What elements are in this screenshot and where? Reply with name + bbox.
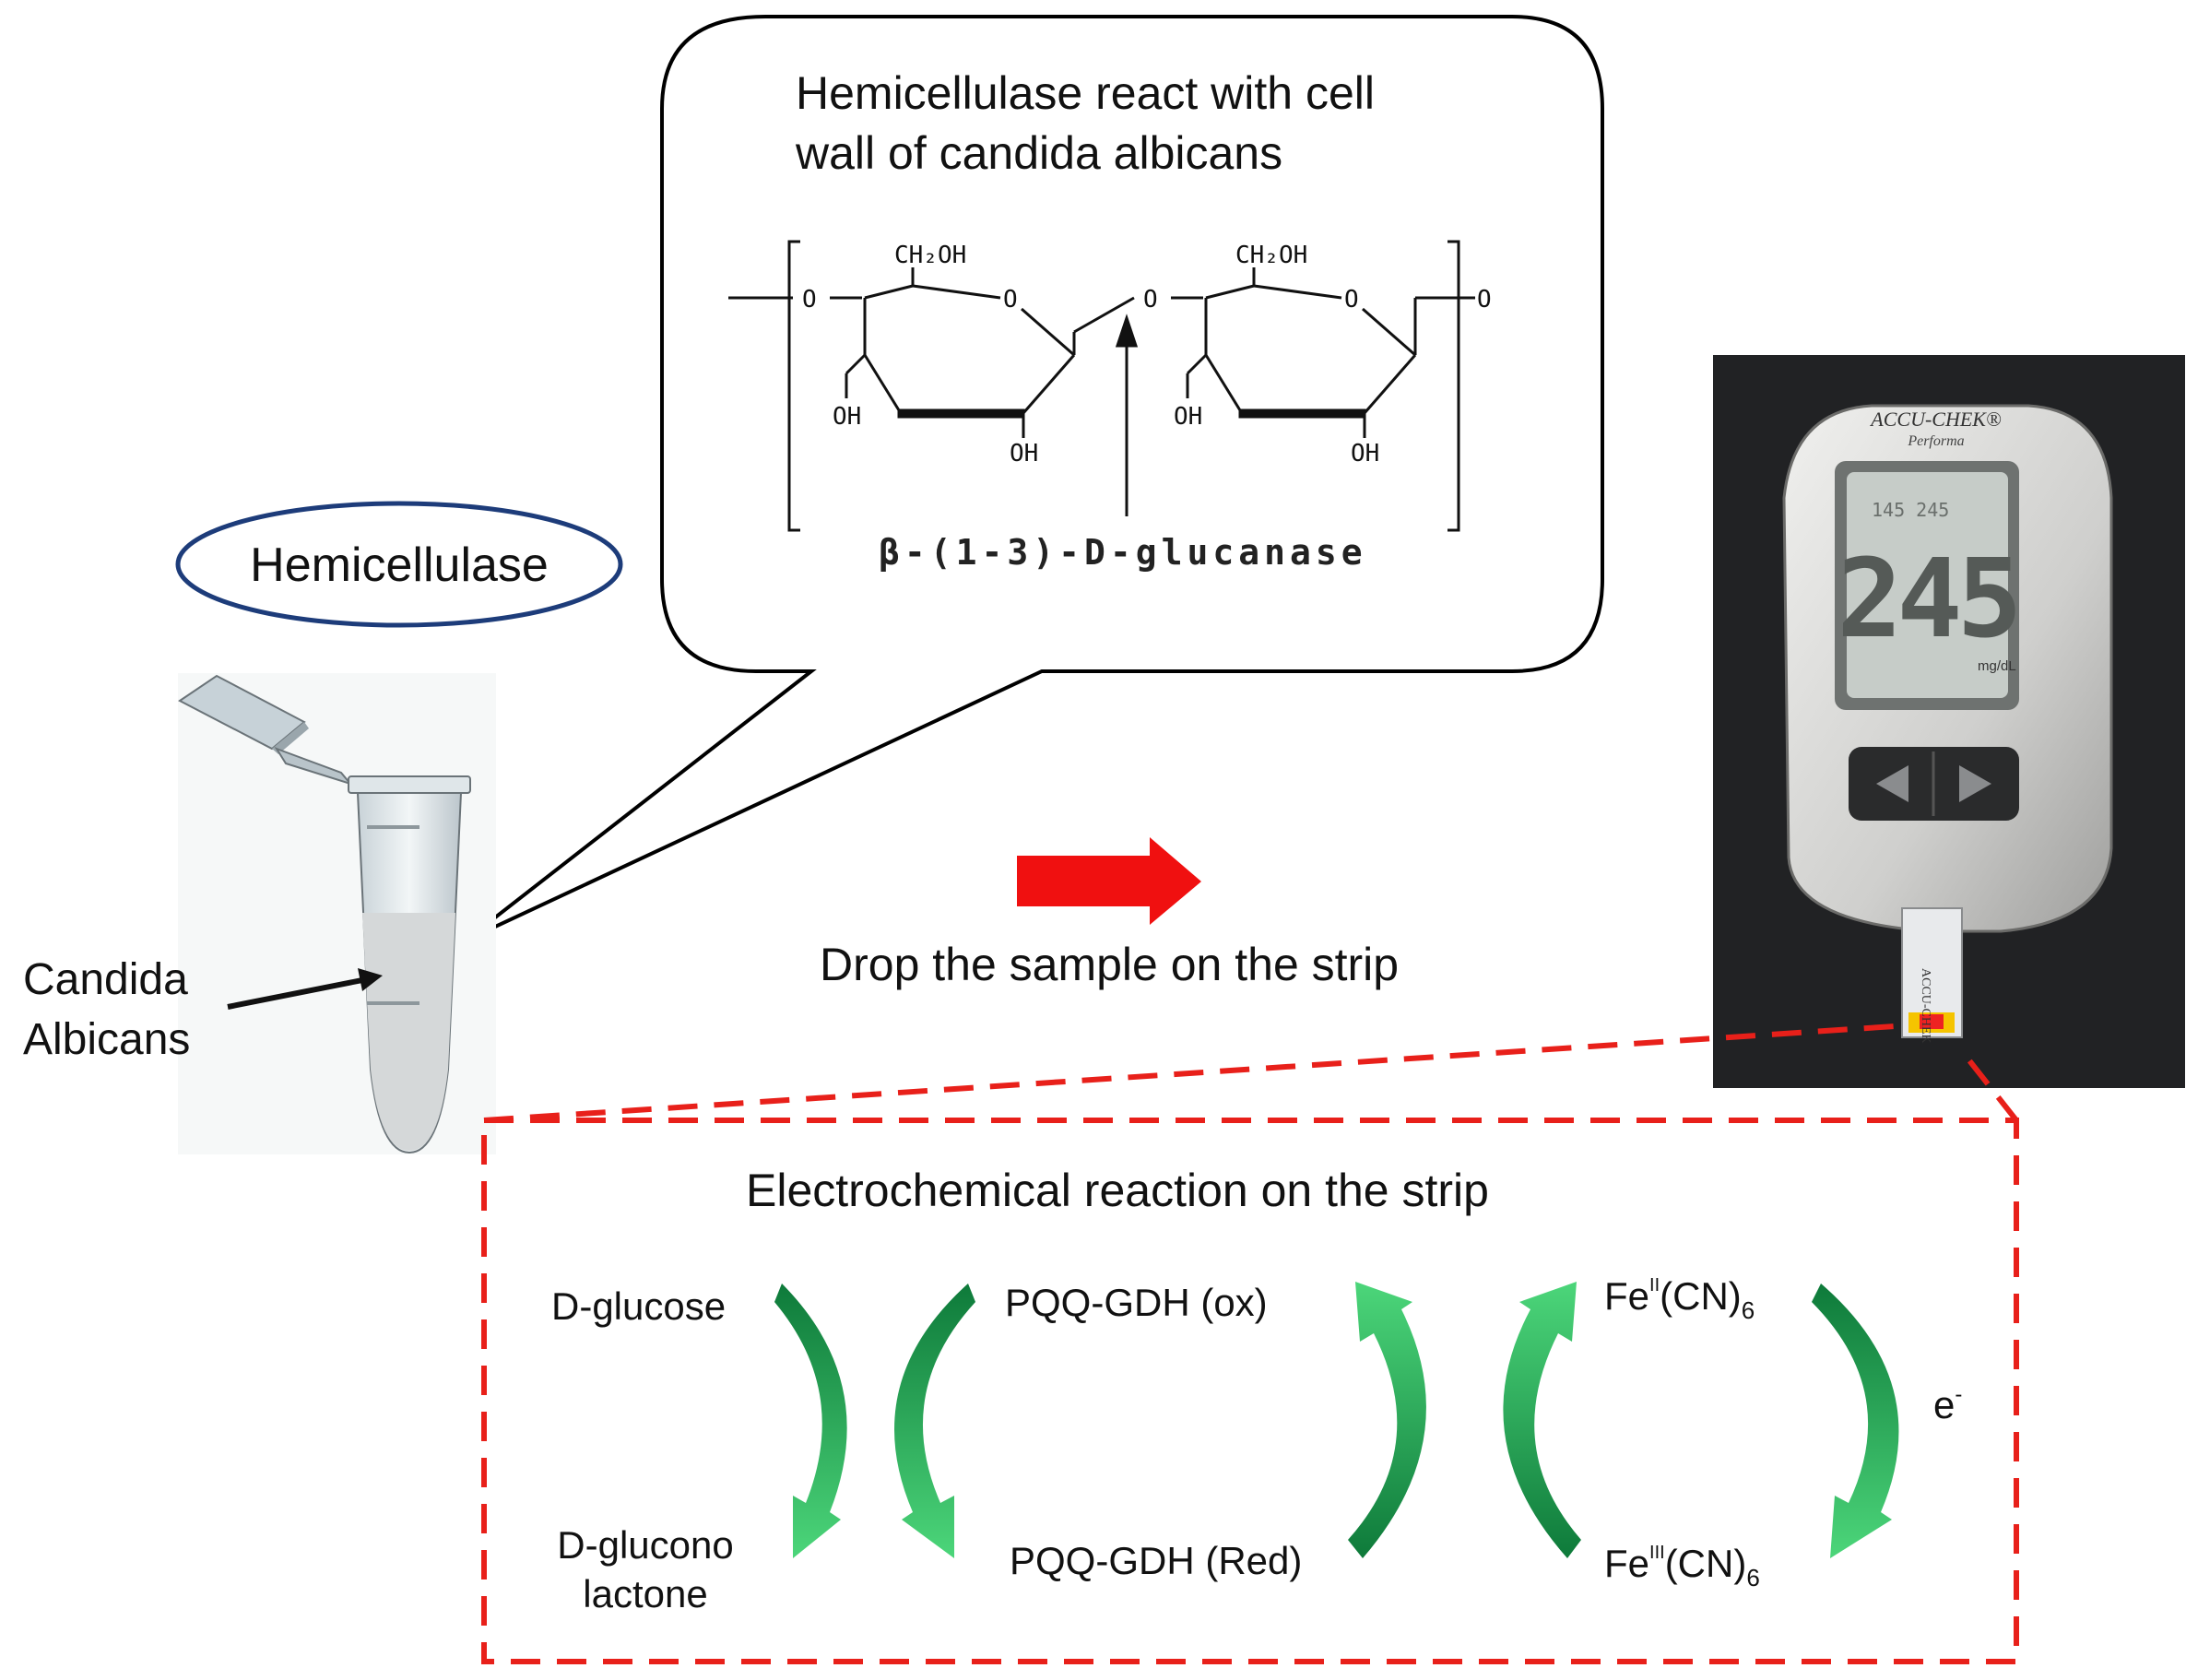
oh-label-4: OH: [1351, 440, 1379, 467]
curved-arrow-fe3-to-fe2: [1503, 1282, 1581, 1558]
curved-arrow-glucose-to-lactone: [774, 1284, 847, 1558]
curved-arrow-ox-to-red: [894, 1284, 975, 1558]
glucanase-label: β-(1-3)-D-glucanase: [879, 532, 1367, 573]
fe3-cn: (CN): [1665, 1542, 1747, 1585]
d-glucono-label-line1: D-glucono: [557, 1523, 733, 1567]
eppendorf-tube: [178, 673, 496, 1154]
glucometer-photo: [1713, 355, 2185, 1088]
right-bracket: [1447, 240, 1460, 532]
curved-arrow-red-to-ox: [1348, 1282, 1426, 1558]
candida-pointer: [227, 976, 368, 1010]
fe2-cn-count: 6: [1742, 1296, 1755, 1324]
oh-label-2: OH: [1010, 440, 1038, 467]
left-end-oxygen: O: [802, 286, 817, 314]
step-label: Drop the sample on the strip: [820, 939, 1399, 990]
strip-box-title: Electrochemical reaction on the strip: [746, 1165, 1489, 1216]
glycosidic-oxygen: O: [1143, 286, 1158, 314]
fe3-symbol: Fe: [1604, 1542, 1649, 1585]
glucan-structure: [728, 240, 1475, 532]
right-end-oxygen: O: [1477, 286, 1492, 314]
green-arrows: [774, 1282, 1899, 1558]
meter-reading: 245: [1837, 535, 2016, 662]
pqq-gdh-red-label: PQQ-GDH (Red): [1010, 1539, 1302, 1582]
meter-unit: mg/dL: [1978, 658, 2016, 674]
curved-arrow-fe2-to-fe3: [1812, 1284, 1899, 1558]
d-glucose-label: D-glucose: [551, 1284, 726, 1328]
left-bracket: [787, 240, 800, 532]
ch2oh-label-2: CH₂OH: [1235, 242, 1307, 269]
ferrocyanide-label: FeII(CN)6: [1604, 1274, 1755, 1324]
process-arrow-icon: [1017, 837, 1201, 925]
bubble-text-line1: Hemicellulase react with cell: [796, 67, 1375, 119]
fe3-cn-count: 6: [1746, 1564, 1759, 1591]
electron-charge: -: [1955, 1382, 1962, 1407]
oh-label-3: OH: [1174, 403, 1202, 431]
fe2-cn: (CN): [1660, 1274, 1742, 1318]
meter-brand: ACCU-CHEK®: [1869, 408, 2002, 431]
fe2-symbol: Fe: [1604, 1274, 1649, 1318]
strip-text: ACCU-CHEK: [1919, 968, 1932, 1044]
bubble-text-line2: wall of candida albicans: [795, 127, 1282, 179]
ferricyanide-label: FeIII(CN)6: [1604, 1542, 1760, 1591]
ring-oxygen-2: O: [1344, 286, 1359, 314]
d-glucono-label-line2: lactone: [583, 1572, 707, 1615]
electron-label: e-: [1933, 1382, 1962, 1426]
meter-model: Performa: [1907, 433, 1964, 449]
structure-labels: CH₂OH CH₂OH O O O O O OH OH OH OH: [802, 242, 1492, 467]
pqq-gdh-ox-label: PQQ-GDH (ox): [1005, 1281, 1268, 1324]
hemicellulase-ellipse: [175, 501, 623, 628]
oh-label-1: OH: [833, 403, 861, 431]
candida-label-line2: Albicans: [23, 1015, 190, 1064]
ring-oxygen-1: O: [1003, 286, 1018, 314]
fe3-oxidation-state: III: [1649, 1543, 1665, 1563]
fe2-oxidation-state: II: [1649, 1275, 1660, 1295]
electron-symbol: e: [1933, 1383, 1955, 1426]
speech-bubble: [464, 15, 1604, 942]
strip-zoom-box: [481, 1023, 2019, 1664]
meter-small-reading: 145 245: [1872, 499, 1949, 521]
hemicellulase-label: Hemicellulase: [250, 538, 549, 592]
ch2oh-label-1: CH₂OH: [894, 242, 966, 269]
candida-label-line1: Candida: [23, 955, 188, 1004]
